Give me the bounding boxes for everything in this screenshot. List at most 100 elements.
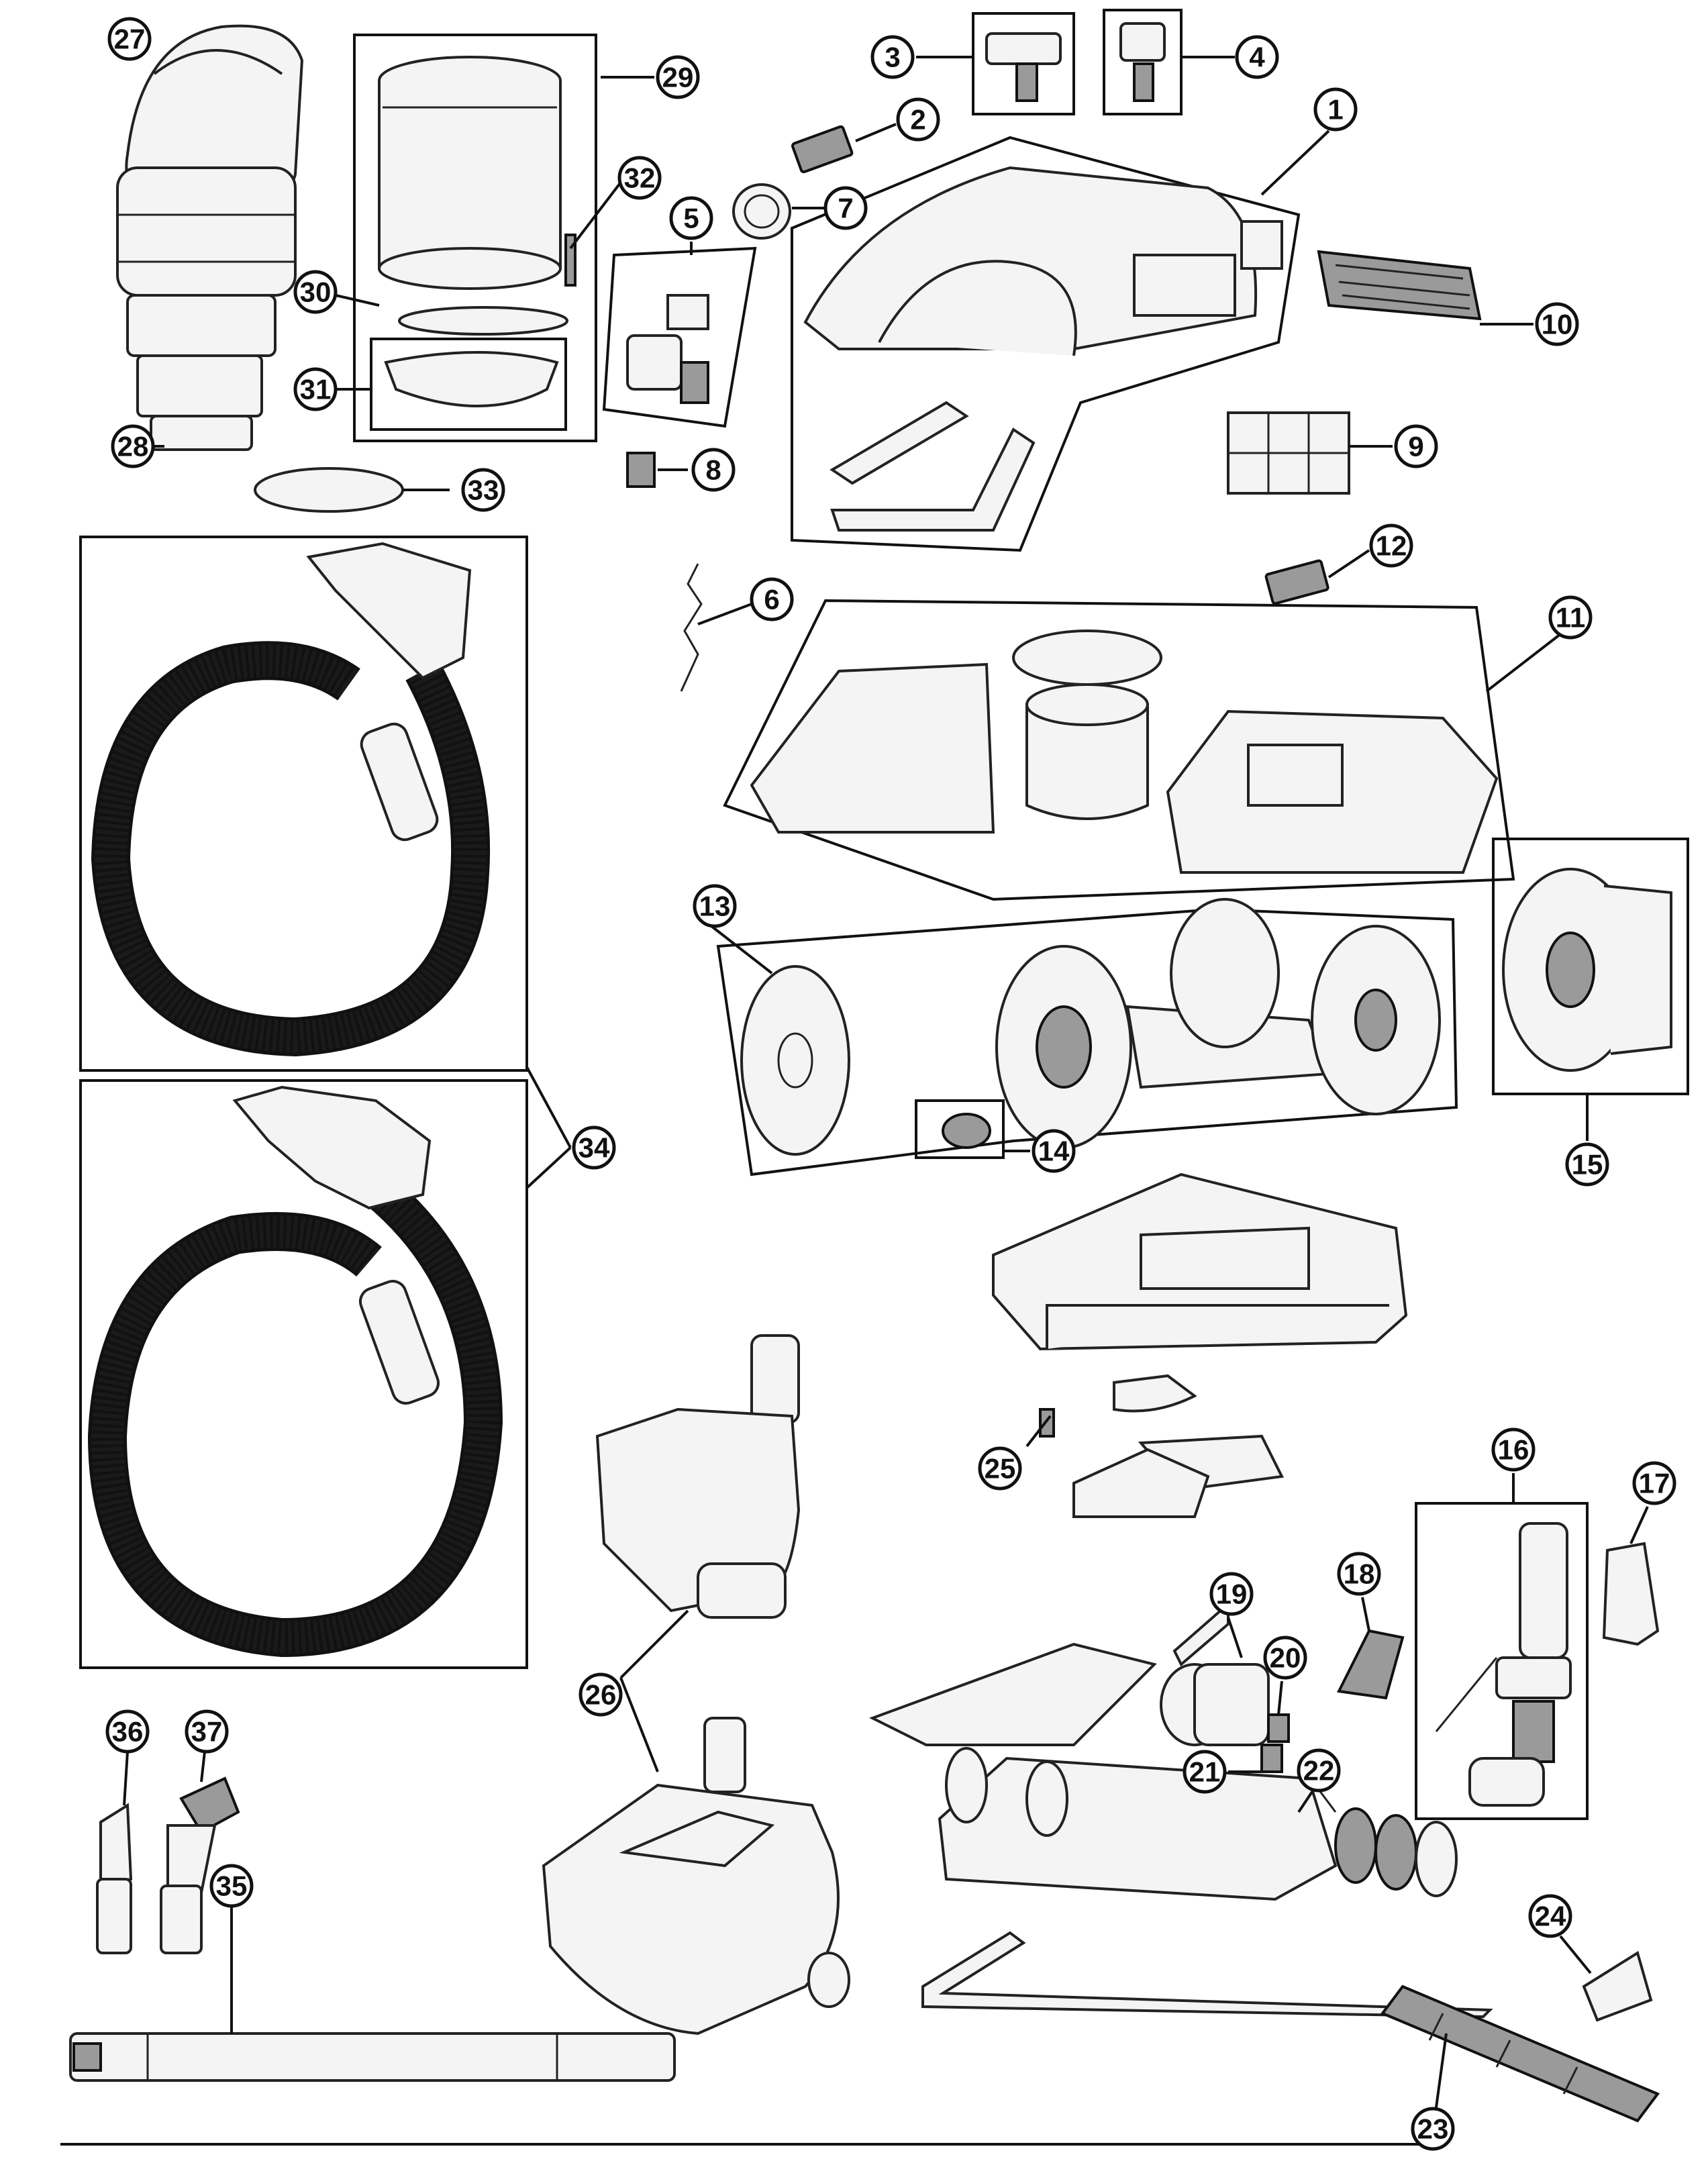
part-27-dirt-cup: [116, 24, 304, 451]
part-12-small-filter: [1264, 559, 1329, 605]
callout-13: 13: [693, 884, 737, 928]
part-1-hood: [803, 166, 1258, 532]
svg-text:5: 5: [683, 203, 699, 234]
svg-text:3: 3: [885, 42, 900, 73]
callout-10: 10: [1535, 302, 1579, 346]
leader-lines: [123, 56, 1649, 2108]
svg-text:25: 25: [985, 1453, 1016, 1485]
part-7-ring: [732, 183, 791, 240]
part-10-grille: [1317, 250, 1482, 321]
svg-text:17: 17: [1639, 1468, 1670, 1499]
box-5: [602, 246, 757, 428]
part-36-crevice-tool: [96, 1803, 133, 1954]
svg-text:18: 18: [1344, 1558, 1375, 1590]
svg-text:29: 29: [662, 62, 694, 93]
callout-24: 24: [1528, 1894, 1572, 1938]
part-14-wheel: [942, 1113, 991, 1149]
svg-text:27: 27: [114, 23, 146, 55]
svg-text:8: 8: [705, 454, 721, 486]
part-11-motor-housing: [750, 630, 1499, 874]
part-35-wand: [69, 2032, 676, 2082]
svg-text:9: 9: [1408, 431, 1423, 462]
callout-29: 29: [656, 55, 700, 99]
box-15: [1492, 838, 1689, 1095]
svg-text:6: 6: [764, 584, 779, 615]
callout-18: 18: [1337, 1552, 1381, 1596]
part-29-dust-bin: [378, 56, 562, 290]
box-16: [1415, 1502, 1589, 1820]
callout-35: 35: [209, 1864, 254, 1908]
box-1: [791, 136, 1301, 552]
svg-text:22: 22: [1303, 1755, 1335, 1787]
callout-3: 3: [870, 35, 915, 79]
svg-text:23: 23: [1417, 2113, 1449, 2145]
part-30-gasket: [398, 306, 568, 336]
part-37-dusting-brush: [160, 1776, 240, 1954]
part-15-cord-reel: [1502, 868, 1672, 1072]
svg-text:26: 26: [585, 1679, 617, 1711]
part-31-bottom-lid: [384, 351, 559, 407]
callout-17: 17: [1632, 1461, 1676, 1505]
callout-31: 31: [293, 367, 338, 411]
part-32-latch: [564, 234, 576, 287]
part-3-filter: [985, 32, 1062, 102]
callout-7: 7: [823, 186, 868, 230]
part-9-filter: [1227, 411, 1350, 495]
part-33-filter-ring: [254, 467, 404, 513]
part-bracket: [868, 1642, 1157, 1746]
callout-4: 4: [1235, 35, 1279, 79]
callout-32: 32: [617, 156, 662, 200]
callout-6: 6: [750, 577, 794, 621]
callout-22: 22: [1297, 1748, 1341, 1793]
callout-8: 8: [691, 448, 736, 492]
callout-14: 14: [1032, 1129, 1076, 1173]
part-upper-hood: [992, 1172, 1408, 1351]
svg-text:10: 10: [1542, 309, 1573, 340]
part-2-small-filter: [791, 125, 854, 174]
svg-text:32: 32: [624, 162, 656, 194]
svg-text:2: 2: [910, 104, 925, 136]
part-25-cover: [1039, 1374, 1285, 1518]
part-16-handle-column: [1435, 1522, 1572, 1807]
box-34-upper: [79, 536, 528, 1072]
svg-text:20: 20: [1270, 1642, 1301, 1674]
box-3: [972, 12, 1075, 115]
svg-text:34: 34: [579, 1132, 610, 1164]
svg-text:36: 36: [112, 1716, 144, 1748]
part-21-switch: [1260, 1744, 1283, 1773]
callout-36: 36: [105, 1709, 150, 1754]
svg-text:19: 19: [1216, 1578, 1248, 1610]
callout-23: 23: [1411, 2107, 1455, 2151]
callout-26: 26: [579, 1672, 623, 1717]
callout-5: 5: [669, 196, 713, 240]
part-13-wheels: [740, 898, 1441, 1156]
svg-text:21: 21: [1189, 1756, 1221, 1788]
part-26-nozzle: [542, 1334, 850, 2036]
svg-text:30: 30: [300, 277, 332, 308]
svg-text:33: 33: [468, 474, 499, 506]
callout-19: 19: [1209, 1572, 1254, 1616]
svg-text:16: 16: [1498, 1434, 1529, 1466]
svg-text:14: 14: [1038, 1136, 1070, 1167]
svg-text:24: 24: [1535, 1901, 1566, 1932]
svg-text:1: 1: [1327, 94, 1343, 125]
callout-37: 37: [185, 1709, 229, 1754]
svg-text:11: 11: [1556, 602, 1585, 634]
box-34-lower: [79, 1079, 528, 1669]
part-23-brushroll: [1380, 1985, 1660, 2123]
callout-27: 27: [107, 17, 152, 61]
svg-text:13: 13: [699, 891, 731, 922]
callout-33: 33: [461, 468, 505, 512]
svg-text:37: 37: [191, 1716, 223, 1748]
callout-30: 30: [293, 270, 338, 314]
part-20-switch: [1267, 1713, 1290, 1743]
part-18-pedal: [1336, 1629, 1405, 1700]
box-29: [353, 34, 597, 442]
box-11: [723, 599, 1515, 901]
box-14: [915, 1099, 1005, 1159]
callout-2: 2: [896, 97, 940, 142]
callout-9: 9: [1394, 424, 1438, 468]
part-6-wire: [680, 563, 703, 692]
part-4-filter: [1119, 22, 1166, 102]
